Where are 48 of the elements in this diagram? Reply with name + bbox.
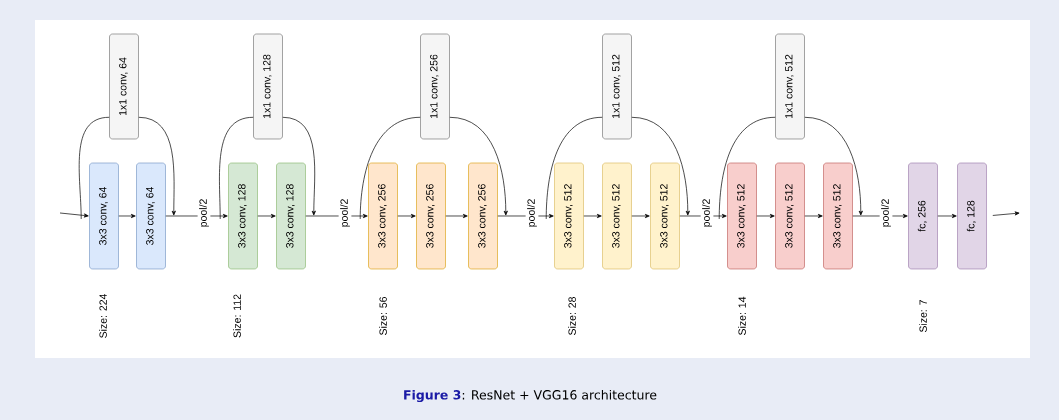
layer-box: 3x3 conv, 64 xyxy=(136,162,166,270)
arrow xyxy=(804,116,863,216)
layer-box: 3x3 conv, 256 xyxy=(468,162,498,270)
arrow xyxy=(756,213,775,219)
arrow xyxy=(992,211,1020,216)
layer-box: 3x3 conv, 512 xyxy=(650,162,680,270)
layer-box: 3x3 conv, 512 xyxy=(554,162,584,270)
arrow xyxy=(282,116,316,216)
arrow xyxy=(257,213,276,219)
size-label: Size: 28 xyxy=(568,297,576,335)
layer-box: 3x3 conv, 512 xyxy=(727,162,757,270)
arrow xyxy=(445,213,468,219)
figure-caption: Figure 3: ResNet + VGG16 architecture xyxy=(404,389,657,403)
arrow xyxy=(138,116,176,216)
layer-box: 3x3 conv, 256 xyxy=(416,162,446,270)
arrow xyxy=(937,213,957,219)
arrow xyxy=(679,213,727,219)
arrow xyxy=(449,116,508,216)
layer-box: fc, 128 xyxy=(957,162,987,270)
shortcut-conv-box: 1x1 conv, 512 xyxy=(602,33,632,140)
layer-box: 3x3 conv, 64 xyxy=(89,162,119,270)
arrow xyxy=(397,213,416,219)
shortcut-conv-box: 1x1 conv, 64 xyxy=(109,33,139,140)
arrow xyxy=(118,213,136,219)
size-label: Size: 7 xyxy=(919,300,927,333)
shortcut-conv-box: 1x1 conv, 512 xyxy=(775,33,805,140)
layer-box: 3x3 conv, 512 xyxy=(775,162,805,270)
arrow xyxy=(583,213,602,219)
size-label: Size: 14 xyxy=(738,296,746,335)
arrow xyxy=(305,213,368,219)
size-label: Size: 112 xyxy=(233,294,241,338)
arrow xyxy=(497,213,554,219)
layer-box: 3x3 conv, 512 xyxy=(823,162,853,270)
layer-box: fc, 256 xyxy=(908,162,938,270)
layer-box: 3x3 conv, 128 xyxy=(228,162,258,270)
arrow xyxy=(804,213,823,219)
size-label: Size: 224 xyxy=(99,293,107,338)
layer-box: 3x3 conv, 512 xyxy=(602,162,632,270)
arrow xyxy=(59,212,89,218)
arrow xyxy=(165,213,228,219)
arrow xyxy=(631,213,650,219)
layer-box: 3x3 conv, 128 xyxy=(276,162,306,270)
shortcut-conv-box: 1x1 conv, 256 xyxy=(420,33,450,140)
arrow xyxy=(852,213,908,219)
shortcut-conv-box: 1x1 conv, 128 xyxy=(253,33,283,140)
layer-box: 3x3 conv, 256 xyxy=(368,162,398,270)
size-label: Size: 56 xyxy=(379,297,387,335)
arrow xyxy=(631,116,690,216)
